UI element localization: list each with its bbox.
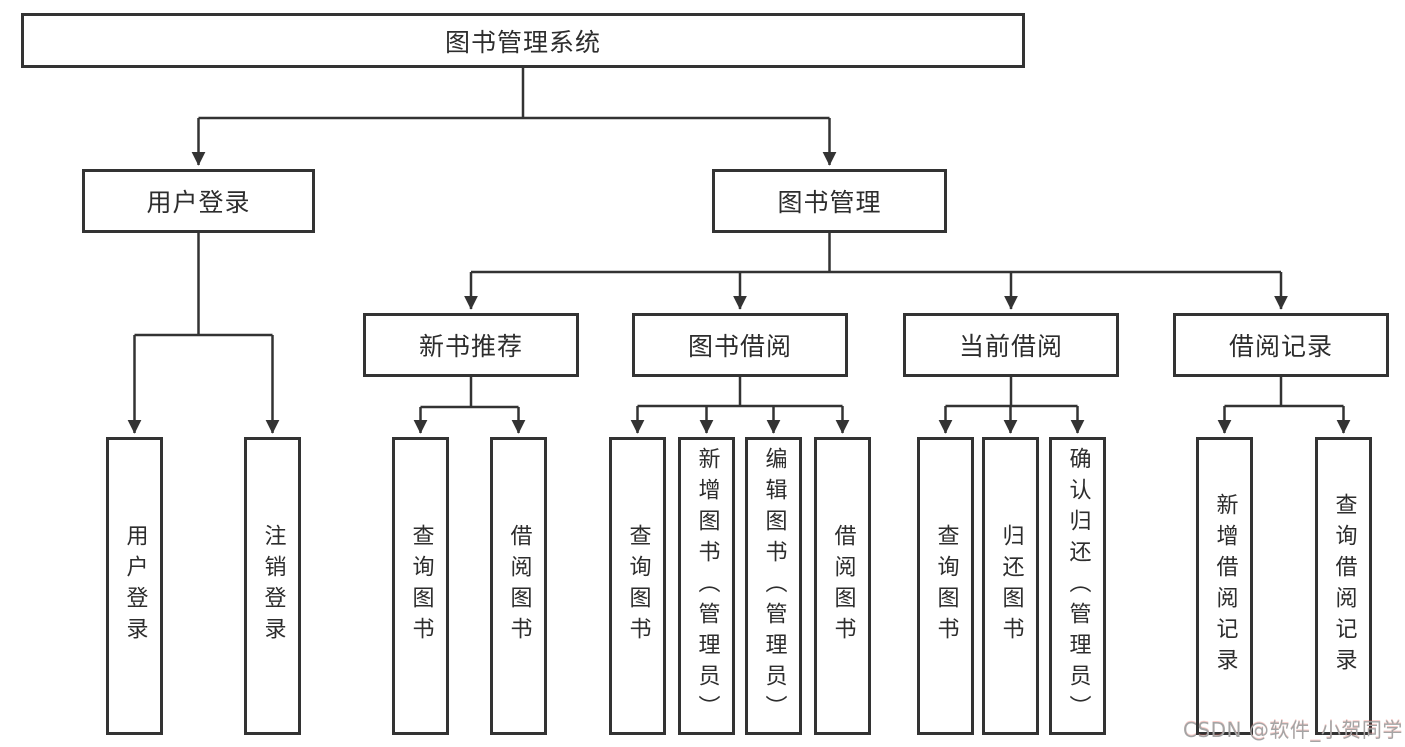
leaf-query-borrow-record: 查询借阅记录 (1315, 437, 1372, 735)
node-book-borrowing: 图书借阅 (632, 313, 848, 377)
node-new-book-recommendation: 新书推荐 (363, 313, 579, 377)
leaf-user-login: 用户登录 (106, 437, 163, 735)
node-user-login: 用户登录 (82, 169, 315, 233)
leaf-return-books: 归还图书 (982, 437, 1039, 735)
node-borrowing-records: 借阅记录 (1173, 313, 1389, 377)
node-book-management: 图书管理 (712, 169, 947, 233)
connector-borrow-records-trunk (1224, 377, 1344, 408)
leaf-query-books-borrow: 查询图书 (609, 437, 666, 735)
leaf-query-books-recommend: 查询图书 (392, 437, 449, 735)
node-current-borrowing: 当前借阅 (903, 313, 1119, 377)
connector-new-book-trunk (420, 377, 519, 409)
leaf-borrow-books: 借阅图书 (814, 437, 871, 735)
node-library-system: 图书管理系统 (21, 13, 1025, 68)
connector-root-trunk (198, 68, 830, 120)
csdn-watermark: CSDN @软件_小贺同学 (1183, 718, 1403, 742)
connector-book-borrow-trunk (637, 377, 843, 408)
leaf-add-books-admin: 新增图书（管理员） (678, 437, 735, 735)
connector-user-login-trunk (134, 233, 273, 337)
connector-current-borrow-trunk (945, 377, 1078, 408)
leaf-query-books-current: 查询图书 (917, 437, 974, 735)
leaf-logout-login: 注销登录 (244, 437, 301, 735)
leaf-confirm-return-admin: 确认归还（管理员） (1049, 437, 1106, 735)
leaf-borrow-books-recommend: 借阅图书 (490, 437, 547, 735)
connector-book-management-trunk (471, 233, 1281, 274)
leaf-add-borrow-record: 新增借阅记录 (1196, 437, 1253, 735)
leaf-edit-books-admin: 编辑图书（管理员） (745, 437, 802, 735)
